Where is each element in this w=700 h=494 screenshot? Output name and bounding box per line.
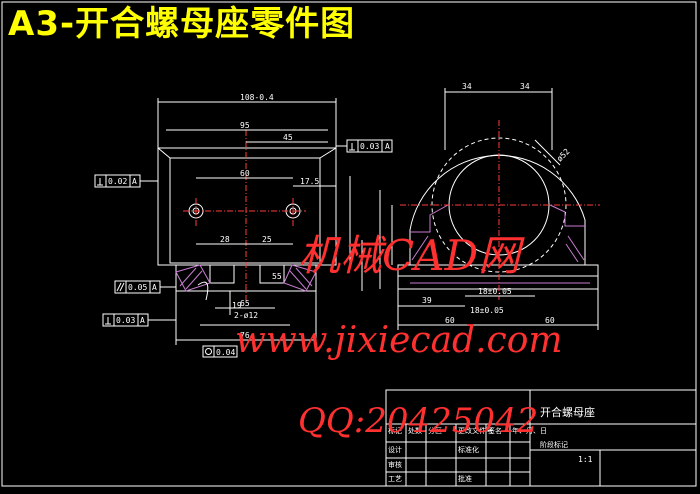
dim-45: 45 xyxy=(283,133,293,142)
title-block xyxy=(385,389,697,487)
tol-perp-left-datum: A xyxy=(132,177,137,186)
tb-r2-0: 标记 xyxy=(388,426,402,435)
tb-r2-2: 分区 xyxy=(428,426,442,435)
drawing-title: A3-开合螺母座零件图 xyxy=(8,4,356,44)
tb-r2-5: 年、月、日 xyxy=(512,426,547,435)
tb-r5-0: 工艺 xyxy=(388,475,402,483)
dim-76: 76 xyxy=(240,331,250,340)
tol-perp-left-value: 0.02 xyxy=(108,177,127,186)
dim-hole: 2-ø12 xyxy=(234,311,258,320)
dim-18-lower: 18±0.05 xyxy=(470,306,504,315)
watermark-url: www.jixiecad.com xyxy=(235,320,563,361)
tol-flat-datum: A xyxy=(140,316,145,325)
dim-55: 55 xyxy=(272,272,282,281)
dim-39: 39 xyxy=(422,296,432,305)
tb-r3-1: 标准化 xyxy=(458,445,479,454)
dim-60: 60 xyxy=(240,169,250,178)
tb-scale: 1:1 xyxy=(578,455,593,464)
front-view xyxy=(157,98,363,345)
tol-frame-para xyxy=(114,280,176,294)
dim-28: 28 xyxy=(220,235,230,244)
watermark-qq: QQ:20425042 xyxy=(298,401,538,441)
front-inner-outline xyxy=(169,157,321,264)
dim-19: 19 xyxy=(232,301,242,310)
dim-34-left: 34 xyxy=(462,82,472,91)
tb-r5-1: 批准 xyxy=(458,474,472,483)
tol-frame-pos-bottom xyxy=(202,345,238,358)
title-block-name: 开合螺母座 xyxy=(540,405,595,419)
dim-65: 65 xyxy=(240,299,250,308)
tol-pos-bottom-value: 0.04 xyxy=(216,348,235,357)
side-bore-label: ø52 xyxy=(555,147,572,164)
tol-frame-perp-left xyxy=(94,174,158,188)
dim-overall: 108-0.4 xyxy=(240,93,274,102)
tb-r3-0: 设计 xyxy=(388,445,402,454)
dim-25: 25 xyxy=(262,235,272,244)
side-view xyxy=(379,88,600,330)
tb-r4-0: 审核 xyxy=(388,460,402,469)
dim-18-upper: 18±0.05 xyxy=(478,287,512,296)
dim-60-left: 60 xyxy=(445,316,455,325)
tb-r2-3: 更改文件号 xyxy=(458,426,493,435)
tb-r2-4: 签名 xyxy=(488,426,502,435)
tol-perp-top-datum: A xyxy=(385,142,390,151)
sheet-border xyxy=(1,1,697,487)
watermark-site-name: 机械CAD网 xyxy=(298,231,525,280)
dim-60-right: 60 xyxy=(545,316,555,325)
tol-frame-perp-top xyxy=(336,139,393,153)
tb-r2-1: 处数 xyxy=(408,426,422,435)
dim-95: 95 xyxy=(240,121,250,130)
tol-frame-flat xyxy=(102,313,176,327)
tol-para-datum: A xyxy=(152,283,157,292)
dim-17-5: 17.5 xyxy=(300,177,319,186)
tb-r3-2: 阶段标记 xyxy=(540,440,568,449)
tol-flat-value: 0.03 xyxy=(116,316,135,325)
tol-perp-top-value: 0.03 xyxy=(360,142,379,151)
side-base xyxy=(397,264,599,290)
tol-para-value: 0.05 xyxy=(128,283,147,292)
dim-34-right: 34 xyxy=(520,82,530,91)
